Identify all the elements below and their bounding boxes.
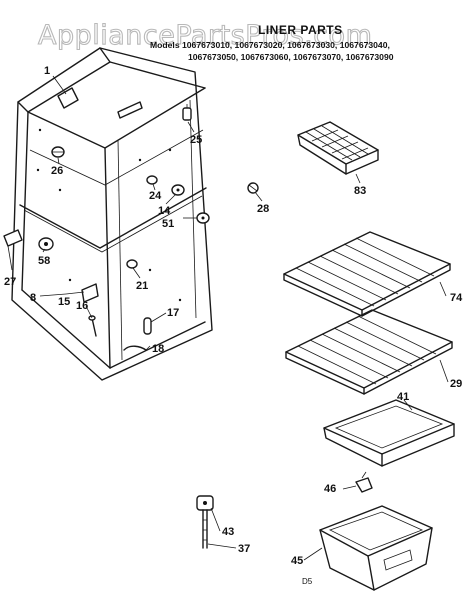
callout-16: 16 (76, 300, 88, 312)
callout-15: 15 (58, 296, 70, 308)
callout-37: 37 (238, 543, 250, 555)
page-code: D5 (302, 577, 313, 586)
callout-8: 8 (30, 292, 36, 304)
callout-26: 26 (51, 165, 63, 177)
part-41-crisper-cover (323, 399, 455, 467)
callout-21: 21 (136, 280, 148, 292)
callout-27: 27 (4, 276, 16, 288)
callout-28: 28 (257, 203, 269, 215)
callout-1: 1 (44, 65, 50, 77)
part-14-clip (171, 184, 185, 196)
callout-83: 83 (354, 185, 366, 197)
part-46-bracket (355, 471, 373, 493)
callout-43: 43 (222, 526, 234, 538)
part-21-clip (126, 259, 138, 269)
part-58-knob (38, 237, 54, 251)
part-24-clip (146, 175, 158, 185)
part-15-bracket (81, 283, 99, 303)
leader-lines (7, 75, 449, 561)
part-16-screw (88, 315, 97, 337)
callout-14: 14 (158, 205, 171, 217)
part-83-ice-tray (297, 121, 379, 175)
cabinet-liner (11, 47, 213, 381)
callout-74: 74 (450, 292, 463, 304)
part-45-crisper-drawer (319, 505, 433, 591)
callout-45: 45 (291, 555, 303, 567)
part-26-knob (51, 146, 65, 158)
callout-17: 17 (167, 307, 179, 319)
callout-51: 51 (162, 218, 174, 230)
part-27-plate (3, 229, 23, 247)
callout-18: 18 (152, 343, 164, 355)
part-28-clip (247, 182, 259, 194)
part-18-hose (123, 345, 147, 351)
part-37-tube (202, 509, 208, 549)
callout-24: 24 (149, 190, 162, 202)
watermark-text: AppliancePartsPros.com (38, 20, 372, 51)
part-25-sensor (182, 104, 192, 121)
models-line-1: Models 1067673010, 1067673020, 106767303… (150, 40, 390, 50)
callout-25: 25 (190, 134, 202, 146)
models-line-2: 1067673050, 1067673060, 1067673070, 1067… (188, 52, 394, 62)
diagram-title: LINER PARTS (258, 23, 343, 37)
part-43-valve (196, 495, 214, 511)
part-74-wire-shelf (283, 231, 451, 317)
part-51-clip (196, 212, 210, 224)
callout-41: 41 (397, 391, 409, 403)
part-29-wire-shelf (285, 309, 453, 395)
part-17-drain (143, 317, 152, 335)
callout-58: 58 (38, 255, 50, 267)
callout-46: 46 (324, 483, 336, 495)
callout-29: 29 (450, 378, 462, 390)
